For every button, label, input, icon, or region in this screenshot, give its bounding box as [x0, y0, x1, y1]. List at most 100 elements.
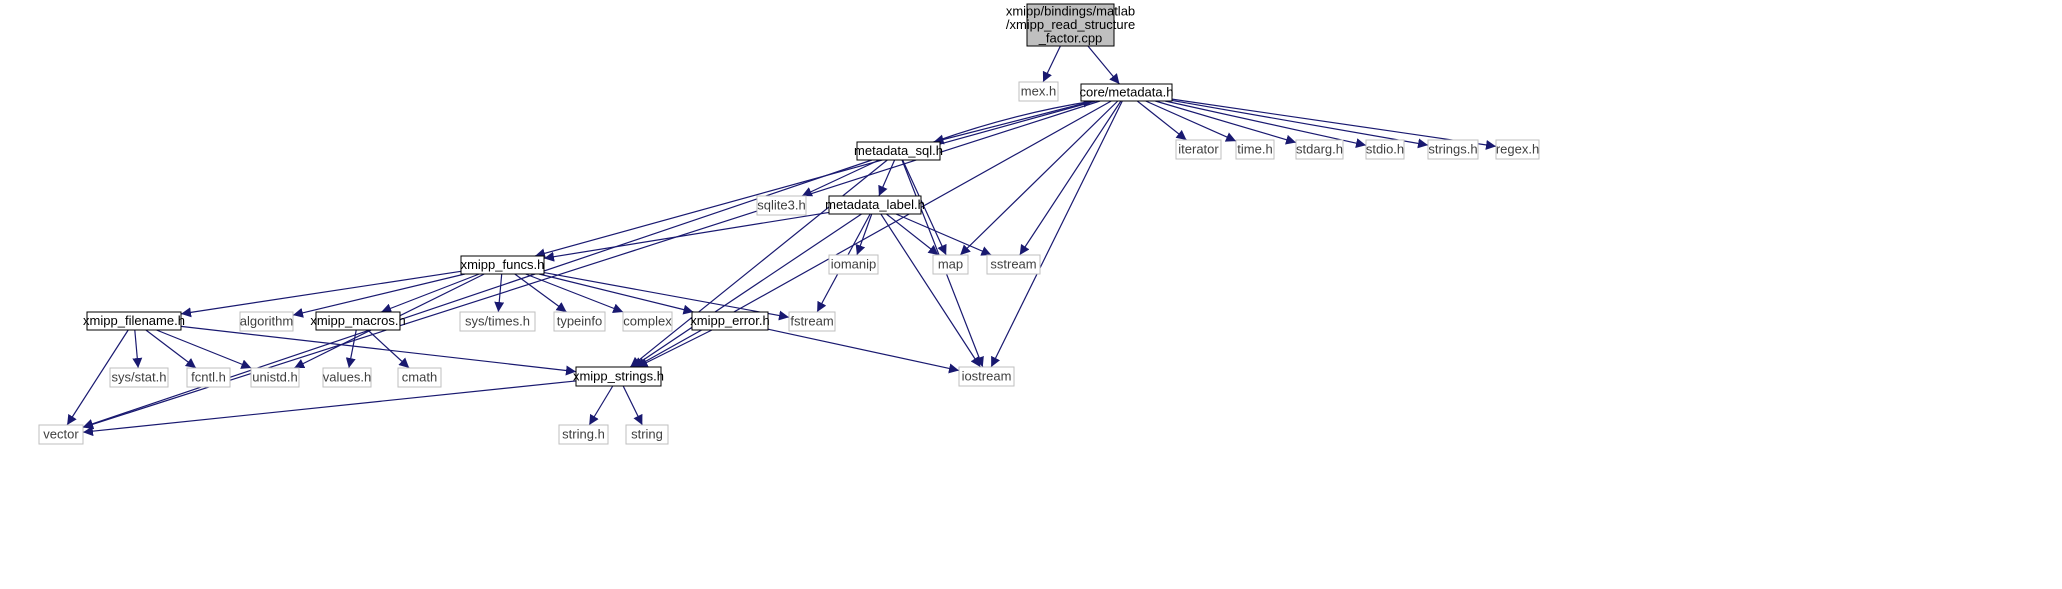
- node-iomanip-label: iomanip: [831, 256, 877, 271]
- node-fstream: fstream: [788, 311, 836, 332]
- node-stdarg-box: [1295, 139, 1344, 160]
- edge-metadata_label-to-map: [886, 213, 939, 256]
- node-typeinfo: typeinfo: [553, 311, 606, 332]
- node-cmath: cmath: [397, 367, 442, 388]
- node-regex: regex.h: [1495, 139, 1540, 160]
- node-complex-label: complex: [623, 313, 672, 328]
- edge-xmipp_error-to-iostream: [767, 328, 960, 374]
- node-metadata_sql[interactable]: metadata_sql.h: [854, 141, 943, 161]
- edge-metadata_sql-to-sqlite3: [801, 159, 880, 197]
- node-stdarg: stdarg.h: [1295, 139, 1344, 160]
- edge-metadata-to-metadata_sql: [933, 100, 1094, 145]
- node-metadata_sql-box: [856, 141, 941, 161]
- node-complex: complex: [622, 311, 673, 332]
- node-xmipp_macros-box: [315, 311, 401, 331]
- edge-metadata-to-sstream: [1019, 100, 1122, 256]
- node-strings-label: strings.h: [1428, 141, 1477, 156]
- node-xmipp_macros[interactable]: xmipp_macros.h: [310, 311, 406, 331]
- node-xmipp_macros-label: xmipp_macros.h: [310, 313, 405, 328]
- node-complex-box: [622, 311, 673, 332]
- node-string_h-label: string.h: [562, 426, 605, 441]
- edge-xmipp_macros-to-values: [345, 329, 357, 369]
- node-time: time.h: [1235, 139, 1275, 160]
- edge-metadata_sql-to-metadata_label: [878, 159, 896, 197]
- edge-metadata-to-time: [1145, 100, 1237, 142]
- node-stdio-box: [1365, 139, 1405, 160]
- node-values-box: [322, 367, 372, 388]
- edge-metadata-to-regex: [1171, 98, 1497, 150]
- node-map: map: [932, 254, 969, 275]
- node-typeinfo-label: typeinfo: [557, 313, 603, 328]
- node-xmipp_filename-label: xmipp_filename.h: [83, 313, 185, 328]
- node-fcntl-label: fcntl.h: [191, 369, 226, 384]
- edge-xmipp_funcs-to-xmipp_macros: [381, 273, 480, 314]
- node-root-label: xmipp/bindings/matlab: [1006, 3, 1135, 18]
- node-xmipp_strings[interactable]: xmipp_strings.h: [573, 366, 664, 387]
- edge-metadata-to-vector: [82, 100, 1101, 430]
- node-sstream: sstream: [986, 254, 1041, 275]
- node-metadata_label-box: [828, 195, 922, 215]
- edge-xmipp_funcs-to-typeinfo: [514, 273, 567, 313]
- node-xmipp_filename[interactable]: xmipp_filename.h: [83, 311, 185, 331]
- node-metadata-box: [1080, 83, 1173, 102]
- node-unistd-label: unistd.h: [252, 369, 298, 384]
- node-string_h: string.h: [558, 424, 609, 445]
- node-map-label: map: [938, 256, 963, 271]
- edge-metadata_sql-to-xmipp_strings: [629, 159, 888, 368]
- node-iomanip: iomanip: [828, 254, 879, 275]
- edge-xmipp_filename-to-unistd: [156, 329, 252, 369]
- node-time-box: [1235, 139, 1275, 160]
- node-metadata_sql-label: metadata_sql.h: [854, 143, 943, 158]
- edge-xmipp_filename-to-fcntl: [145, 329, 197, 369]
- node-sys_times-box: [459, 311, 536, 332]
- node-sqlite3-box: [756, 195, 807, 216]
- edge-root-to-metadata: [1087, 45, 1120, 85]
- node-root-box: [1026, 3, 1115, 47]
- edge-xmipp_funcs-to-sys_times: [494, 273, 505, 313]
- node-typeinfo-box: [553, 311, 606, 332]
- node-xmipp_funcs[interactable]: xmipp_funcs.h: [460, 255, 545, 275]
- node-regex-label: regex.h: [1496, 141, 1539, 156]
- edge-xmipp_filename-to-vector: [66, 329, 129, 426]
- node-vector: vector: [38, 424, 84, 445]
- node-root[interactable]: xmipp/bindings/matlab/xmipp_read_structu…: [1006, 3, 1135, 47]
- node-cmath-label: cmath: [402, 369, 437, 384]
- node-iterator-box: [1175, 139, 1222, 160]
- edge-metadata-to-iostream: [990, 100, 1123, 368]
- node-iterator: iterator: [1175, 139, 1222, 160]
- node-fstream-box: [788, 311, 836, 332]
- edge-xmipp_strings-to-string_h: [588, 385, 614, 426]
- edge-metadata_sql-to-map: [902, 159, 947, 256]
- node-xmipp_filename-box: [86, 311, 182, 331]
- node-map-box: [932, 254, 969, 275]
- node-regex-box: [1495, 139, 1540, 160]
- node-sqlite3-label: sqlite3.h: [757, 197, 805, 212]
- node-fcntl: fcntl.h: [186, 367, 231, 388]
- node-xmipp_funcs-label: xmipp_funcs.h: [461, 257, 545, 272]
- node-mex-box: [1018, 81, 1059, 102]
- node-xmipp_error[interactable]: xmipp_error.h: [690, 311, 770, 331]
- node-algorithm-box: [239, 311, 294, 332]
- node-algorithm: algorithm: [239, 311, 294, 332]
- node-cmath-box: [397, 367, 442, 388]
- node-root-label: _factor.cpp: [1038, 30, 1103, 45]
- edge-metadata_label-to-sstream: [895, 213, 992, 256]
- node-metadata[interactable]: core/metadata.h: [1080, 83, 1174, 102]
- node-string_h-box: [558, 424, 609, 445]
- node-sstream-label: sstream: [990, 256, 1036, 271]
- edge-metadata_label-to-xmipp_strings: [632, 213, 862, 368]
- node-metadata_label[interactable]: metadata_label.h: [825, 195, 925, 215]
- node-sys_stat-box: [109, 367, 169, 388]
- edge-metadata_label-to-xmipp_funcs: [543, 211, 830, 262]
- node-fstream-label: fstream: [790, 313, 833, 328]
- edge-metadata_label-to-iostream: [880, 213, 981, 368]
- edge-xmipp_error-to-xmipp_strings: [637, 329, 713, 368]
- node-metadata_label-label: metadata_label.h: [825, 197, 925, 212]
- edge-xmipp_funcs-to-algorithm: [292, 273, 466, 318]
- edge-metadata-to-stdarg: [1155, 100, 1297, 145]
- node-stdio: stdio.h: [1365, 139, 1405, 160]
- node-time-label: time.h: [1237, 141, 1272, 156]
- node-xmipp_error-box: [691, 311, 769, 331]
- edge-metadata_sql-to-metadata: [933, 97, 1094, 143]
- node-sys_stat-label: sys/stat.h: [112, 369, 167, 384]
